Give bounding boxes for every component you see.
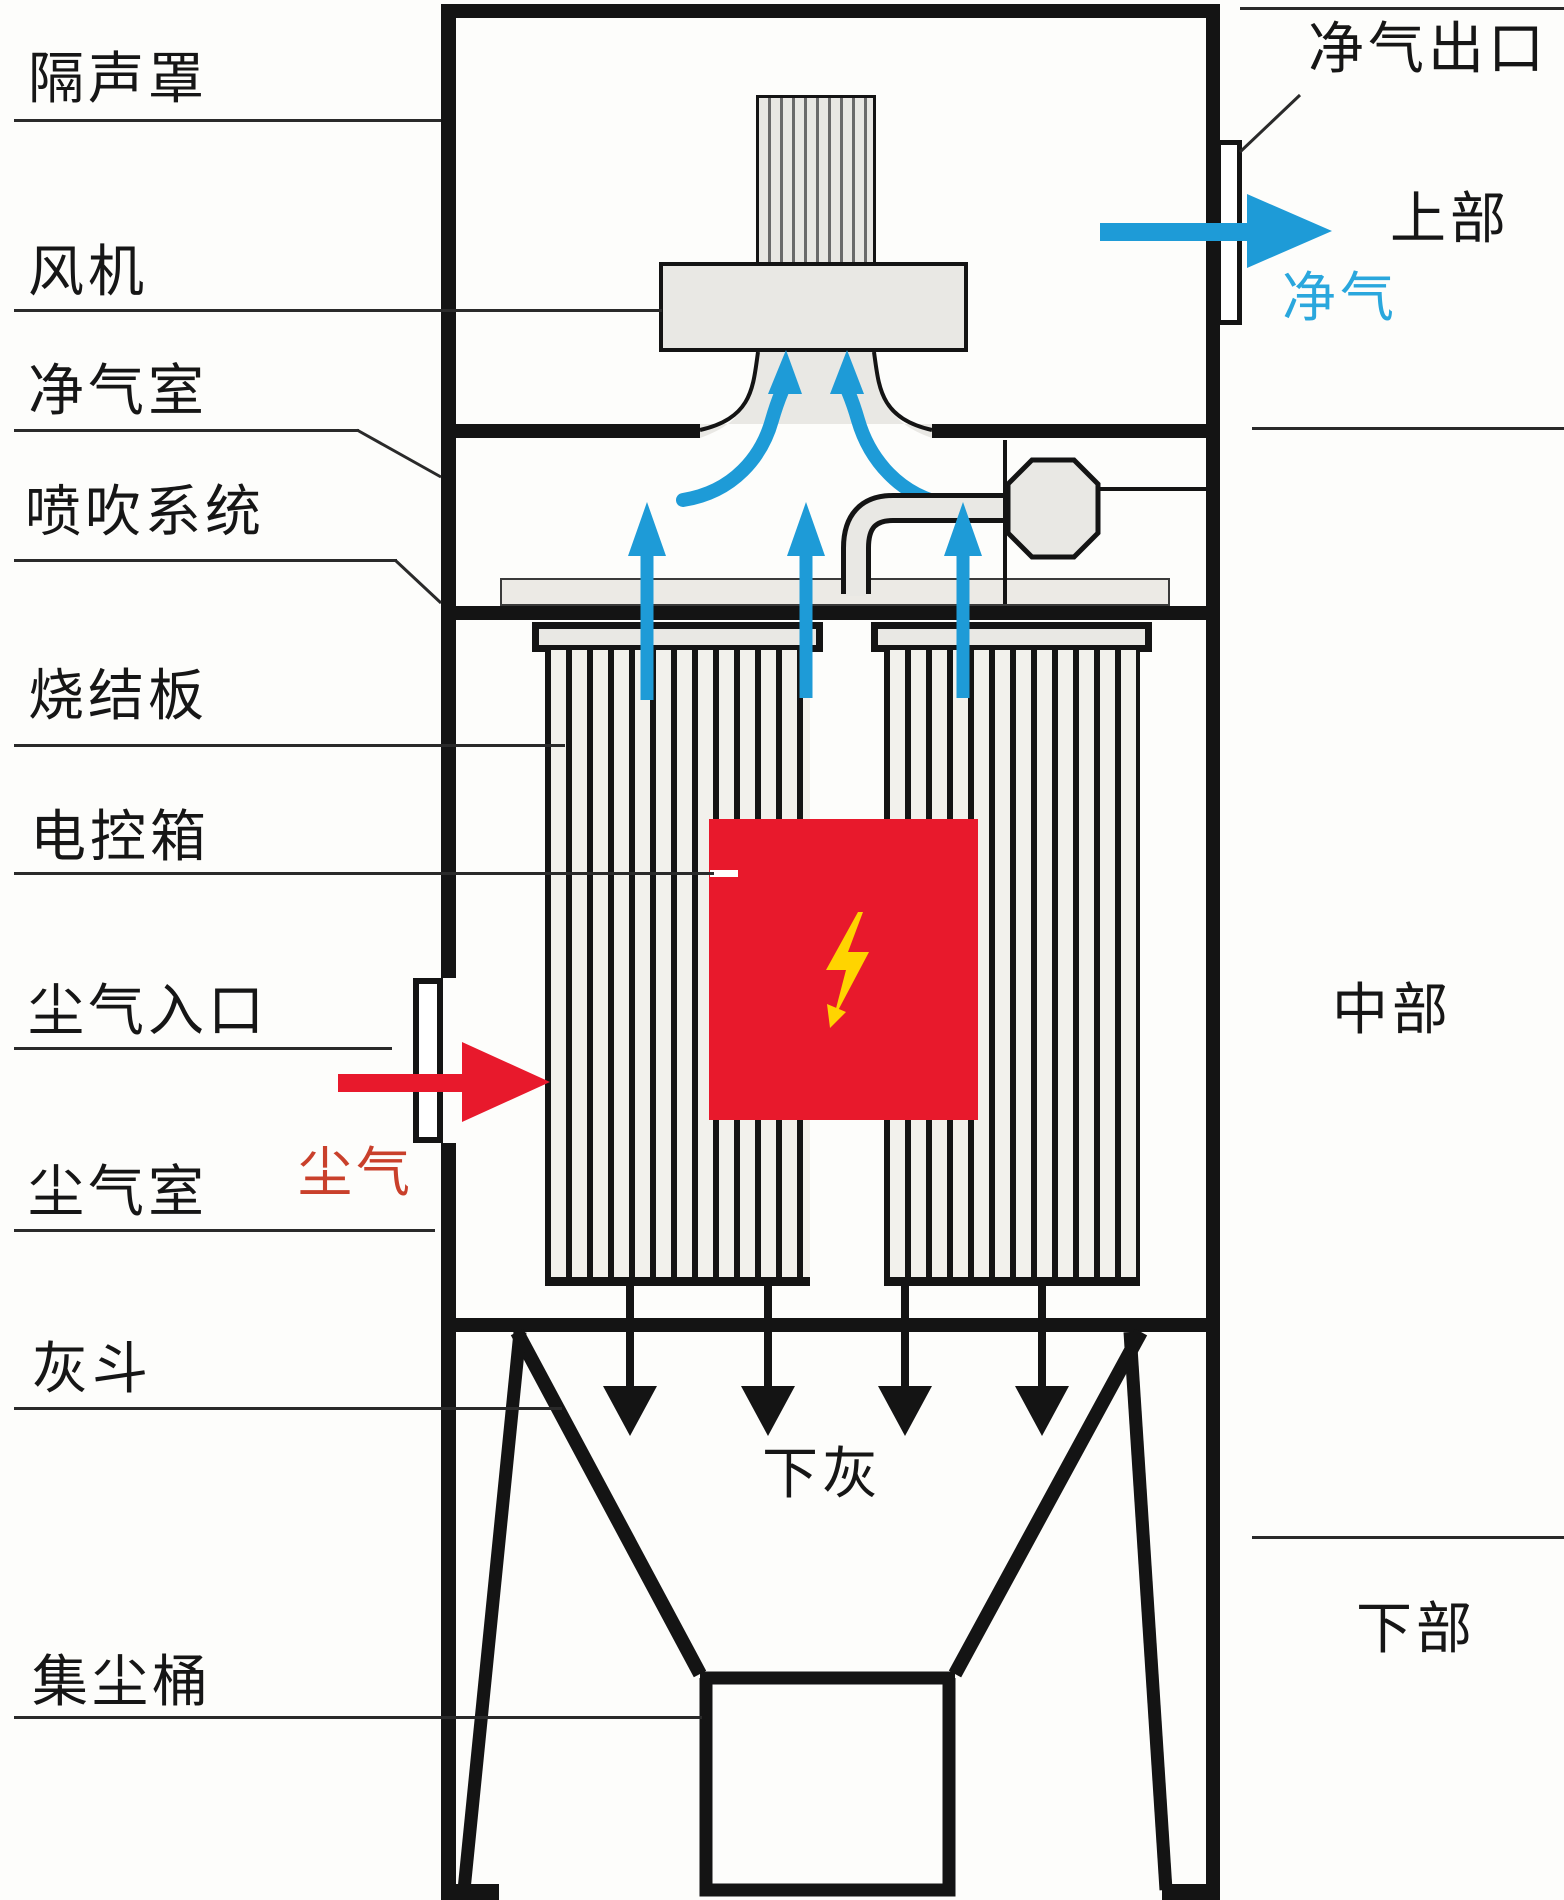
label-sound-enclosure: 隔声罩 xyxy=(28,47,208,110)
leader-sintered-plate xyxy=(14,744,565,747)
clean-chamber-ceiling-right xyxy=(932,424,1220,438)
leader-dust-gas-chamber xyxy=(14,1229,435,1232)
section-divider-upper-middle xyxy=(1252,427,1564,430)
leader-sound-enclosure xyxy=(14,119,441,122)
clean-air-outlet-arrow xyxy=(1100,194,1332,268)
leader-electric-control-box xyxy=(14,872,714,875)
dust-gas-inlet-arrow xyxy=(338,1042,550,1122)
fan-body xyxy=(659,262,968,352)
fan-muffler xyxy=(756,95,876,265)
left-leg-foot xyxy=(441,1884,499,1900)
leader-diagonals xyxy=(356,93,1302,605)
lightning-bolt-icon xyxy=(826,912,869,1028)
pulse-air-arrows xyxy=(628,502,982,700)
label-dust-gas: 尘气 xyxy=(298,1143,414,1203)
label-sintered-plate: 烧结板 xyxy=(28,664,208,727)
body-bottom-line xyxy=(441,1318,1220,1332)
right-leg-inner-line xyxy=(1123,1331,1173,1891)
label-lower-section: 下部 xyxy=(1356,1597,1476,1660)
control-box-leader-tick xyxy=(710,870,738,877)
tube-sheet-plate xyxy=(500,578,1170,606)
clean-gas-curved-arrow-left xyxy=(676,350,802,507)
label-dust-gas-chamber: 尘气室 xyxy=(28,1160,208,1223)
label-middle-section: 中部 xyxy=(1332,978,1452,1041)
leader-dust-collect-barrel xyxy=(14,1716,702,1719)
right-leg-foot xyxy=(1162,1884,1220,1900)
sintered-plate-cap-right xyxy=(871,622,1152,652)
outlet-label-overline xyxy=(1240,7,1564,10)
clean-chamber-ceiling-left xyxy=(441,424,700,438)
label-clean-air-chamber: 净气室 xyxy=(28,359,208,422)
label-ash-discharge: 下灰 xyxy=(762,1442,882,1505)
label-clean-air-outlet: 净气出口 xyxy=(1308,17,1548,80)
label-fan: 风机 xyxy=(28,240,148,303)
section-divider-middle-lower xyxy=(1252,1536,1564,1539)
tube-sheet-line xyxy=(441,606,1220,620)
label-electric-control-box: 电控箱 xyxy=(30,805,210,868)
shell-left-wall-upper xyxy=(441,4,456,978)
label-dust-gas-inlet: 尘气入口 xyxy=(28,979,268,1042)
dust-inlet-flange xyxy=(413,978,443,1143)
fan-inlet-bell xyxy=(700,352,932,438)
leader-ash-hopper xyxy=(14,1407,562,1410)
label-clean-gas: 净气 xyxy=(1282,268,1398,328)
leader-dust-gas-inlet xyxy=(14,1047,392,1050)
shell-top-wall xyxy=(441,4,1220,18)
label-upper-section: 上部 xyxy=(1390,187,1510,250)
pulse-valve xyxy=(1005,457,1101,560)
left-leg-inner-line xyxy=(457,1331,527,1891)
leader-clean-air-chamber xyxy=(14,429,359,432)
leader-pulse-jet-system xyxy=(14,559,397,562)
shell-left-wall-lower xyxy=(441,1143,456,1900)
sintered-plate-cap-left xyxy=(532,622,823,652)
label-pulse-jet-system: 喷吹系统 xyxy=(25,480,265,543)
leader-fan xyxy=(14,309,662,312)
blow-pipe xyxy=(841,493,1010,594)
shell-right-wall xyxy=(1206,4,1220,1900)
dust-barrel-outline xyxy=(699,1671,956,1897)
ash-down-arrows xyxy=(603,1284,1069,1436)
label-dust-collect-barrel: 集尘桶 xyxy=(32,1650,212,1713)
label-ash-hopper: 灰斗 xyxy=(32,1337,152,1400)
ash-hopper-outline xyxy=(457,1328,1173,1891)
